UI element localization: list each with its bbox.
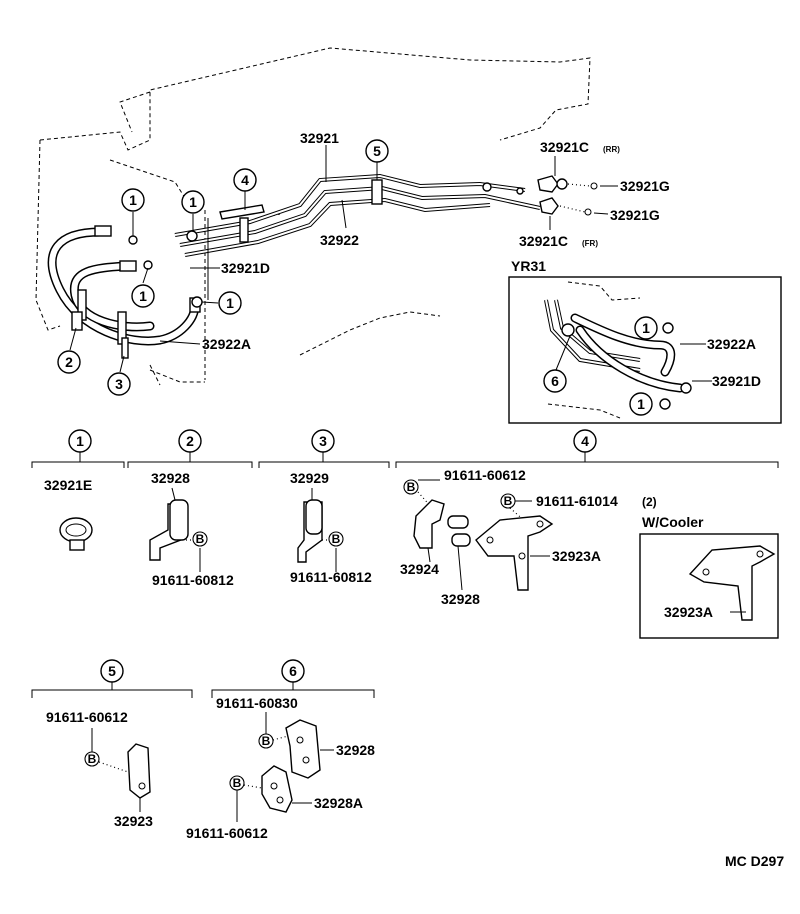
group-4-callout: 4 [581, 433, 589, 449]
main-callout-labels: 1 1 1 1 2 3 4 5 [65, 143, 381, 392]
g4-bolt-b-symbol: B [504, 494, 513, 508]
g6-bolt-top: 91611-60830 [216, 695, 298, 711]
g6-bolt-top-symbol: B [262, 734, 271, 748]
cooler-frame [639, 533, 779, 639]
main-callouts [57, 139, 389, 396]
group-headers-row1: 1 2 3 4 [31, 429, 779, 468]
g2-bolt: 91611-60812 [152, 572, 234, 588]
group-5-callout: 5 [108, 663, 116, 679]
g5-bolt: 91611-60612 [46, 709, 128, 725]
hose-clamp-part [59, 517, 93, 543]
g3-part: 32929 [290, 470, 329, 486]
label-rr: (RR) [603, 145, 620, 154]
label-32921G-lower: 32921G [610, 207, 660, 223]
group-2: 32928 B 91611-60812 [149, 470, 234, 588]
group-6: 91611-60830 B 32928 B 32928A 91611-60612 [186, 695, 375, 841]
g6-bolt-bottom-symbol: B [233, 776, 242, 790]
g6-part-lower: 32928A [314, 795, 363, 811]
inset-callout-1-a: 1 [642, 320, 650, 336]
group-4: B 91611-60612 32924 32928 B 91611-61014 … [400, 467, 779, 639]
inset-frame [508, 276, 782, 424]
clamps [71, 179, 383, 359]
g4-bolt-a: 91611-60612 [444, 467, 526, 483]
label-32921C-fr: 32921C [519, 233, 568, 249]
label-fr: (FR) [582, 239, 598, 248]
label-32921G-upper: 32921G [620, 178, 670, 194]
callout-2: 2 [65, 354, 73, 370]
inset-label-32921D: 32921D [712, 373, 761, 389]
g5-bolt-symbol: B [88, 752, 97, 766]
brake-lines [174, 173, 541, 257]
callout-1-a: 1 [129, 192, 137, 208]
group-6-callout: 6 [289, 663, 297, 679]
g6-bolt-bottom: 91611-60612 [186, 825, 268, 841]
label-32922: 32922 [320, 232, 359, 248]
g4-bracket-left: 32924 [400, 561, 439, 577]
callout-4: 4 [241, 172, 249, 188]
g6-part-upper: 32928 [336, 742, 375, 758]
g4-bracket-right: 32923A [552, 548, 601, 564]
inset-label-32922A: 32922A [707, 336, 756, 352]
group-3-callout: 3 [319, 433, 327, 449]
callout-5: 5 [373, 143, 381, 159]
unions-plugs [537, 156, 618, 230]
inset-callout-1-b: 1 [637, 396, 645, 412]
main-leaders [69, 145, 378, 373]
diagram-code: MC D297 [725, 853, 784, 869]
main-labels: 32921 32922 32921D 32922A 32921C (RR) 32… [202, 130, 670, 352]
label-32922A: 32922A [202, 336, 251, 352]
g4-cooler-title: W/Cooler [642, 514, 704, 530]
g4-cooler-part: 32923A [664, 604, 713, 620]
g2-part: 32928 [151, 470, 190, 486]
group-2-callout: 2 [186, 433, 194, 449]
inset-yr31: YR31 1 1 6 32922A 32921D [508, 258, 782, 424]
group-1: 32921E [44, 477, 93, 551]
group-1-callout: 1 [76, 433, 84, 449]
g3-bolt-symbol: B [332, 532, 341, 546]
g2-bolt-symbol: B [196, 532, 205, 546]
group-headers-row2: 5 6 [31, 659, 375, 698]
g3-bolt: 91611-60812 [290, 569, 372, 585]
label-32921C-rr: 32921C [540, 139, 589, 155]
g4-bolt-b: 91611-61014 [536, 493, 618, 509]
callout-1-c: 1 [139, 288, 147, 304]
g4-bolt-b-qty: (2) [642, 495, 657, 509]
inset-title: YR31 [511, 258, 546, 274]
inset-callout-6: 6 [551, 373, 559, 389]
callout-1-b: 1 [189, 194, 197, 210]
g1-part: 32921E [44, 477, 92, 493]
callout-3: 3 [115, 376, 123, 392]
g5-part: 32923 [114, 813, 153, 829]
label-32921D: 32921D [221, 260, 270, 276]
g4-bolt-a-symbol: B [407, 480, 416, 494]
label-32921: 32921 [300, 130, 339, 146]
callout-1-d: 1 [226, 295, 234, 311]
group-5: 91611-60612 B 32923 [46, 709, 153, 829]
group-3: 32929 B 91611-60812 [290, 470, 372, 585]
g4-grommet: 32928 [441, 591, 480, 607]
